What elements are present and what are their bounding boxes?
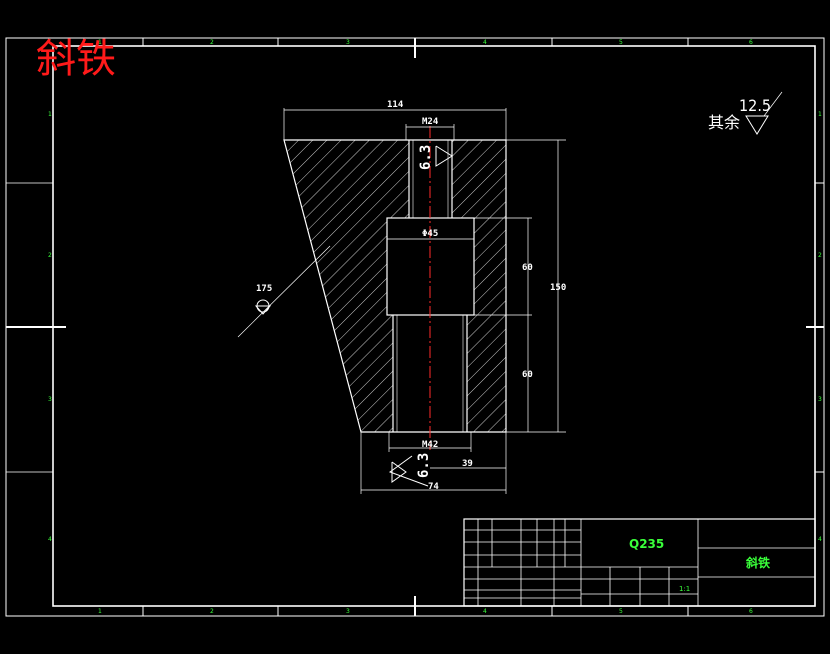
svg-text:3: 3 [48, 396, 52, 403]
svg-text:1: 1 [48, 111, 52, 118]
svg-text:4: 4 [818, 536, 822, 543]
svg-text:3: 3 [346, 608, 350, 615]
title-block [463, 518, 816, 607]
dim-lower-depth: 60 [522, 370, 533, 380]
part-section [283, 126, 507, 450]
svg-text:6: 6 [749, 608, 753, 615]
svg-text:5: 5 [619, 608, 623, 615]
svg-text:3: 3 [346, 39, 350, 46]
sheet-border [5, 37, 825, 617]
dim-roughness-side: 175 [256, 284, 272, 294]
svg-text:6: 6 [749, 39, 753, 46]
svg-text:5: 5 [619, 39, 623, 46]
dim-offset: 39 [462, 459, 473, 469]
svg-text:1: 1 [98, 39, 102, 46]
scale-value: 1:1 [679, 585, 690, 593]
dimension-lines [237, 91, 783, 494]
grid-references: 1 2 3 4 5 6 1 2 3 4 5 6 1 2 3 4 1 2 3 4 [48, 39, 822, 615]
dim-total-height: 150 [550, 283, 566, 293]
svg-text:2: 2 [48, 252, 52, 259]
roughness-symbols [254, 115, 769, 487]
dim-thread-top: M24 [422, 117, 439, 127]
dim-bore-depth: 60 [522, 263, 533, 273]
dim-bottom-width: 74 [428, 482, 439, 492]
drawing-title: 斜铁 [36, 36, 116, 82]
svg-text:2: 2 [818, 252, 822, 259]
roughness-top-value: 6.3 [418, 145, 434, 170]
svg-text:4: 4 [48, 536, 52, 543]
svg-text:3: 3 [818, 396, 822, 403]
material-value: Q235 [629, 537, 664, 551]
svg-text:1: 1 [818, 111, 822, 118]
dim-top-width: 114 [387, 100, 404, 110]
rest-surface-value: 12.5 [739, 96, 771, 115]
dim-bore-diameter: Φ45 [422, 229, 438, 239]
svg-text:1: 1 [98, 608, 102, 615]
svg-text:2: 2 [210, 608, 214, 615]
svg-text:4: 4 [483, 39, 487, 46]
dim-thread-bottom: M42 [422, 440, 438, 450]
roughness-bottom-value: 6.3 [416, 453, 432, 478]
rest-surface-label: 其余 [708, 113, 740, 132]
svg-text:2: 2 [210, 39, 214, 46]
part-name-value: 斜铁 [745, 555, 770, 570]
svg-text:4: 4 [483, 608, 487, 615]
